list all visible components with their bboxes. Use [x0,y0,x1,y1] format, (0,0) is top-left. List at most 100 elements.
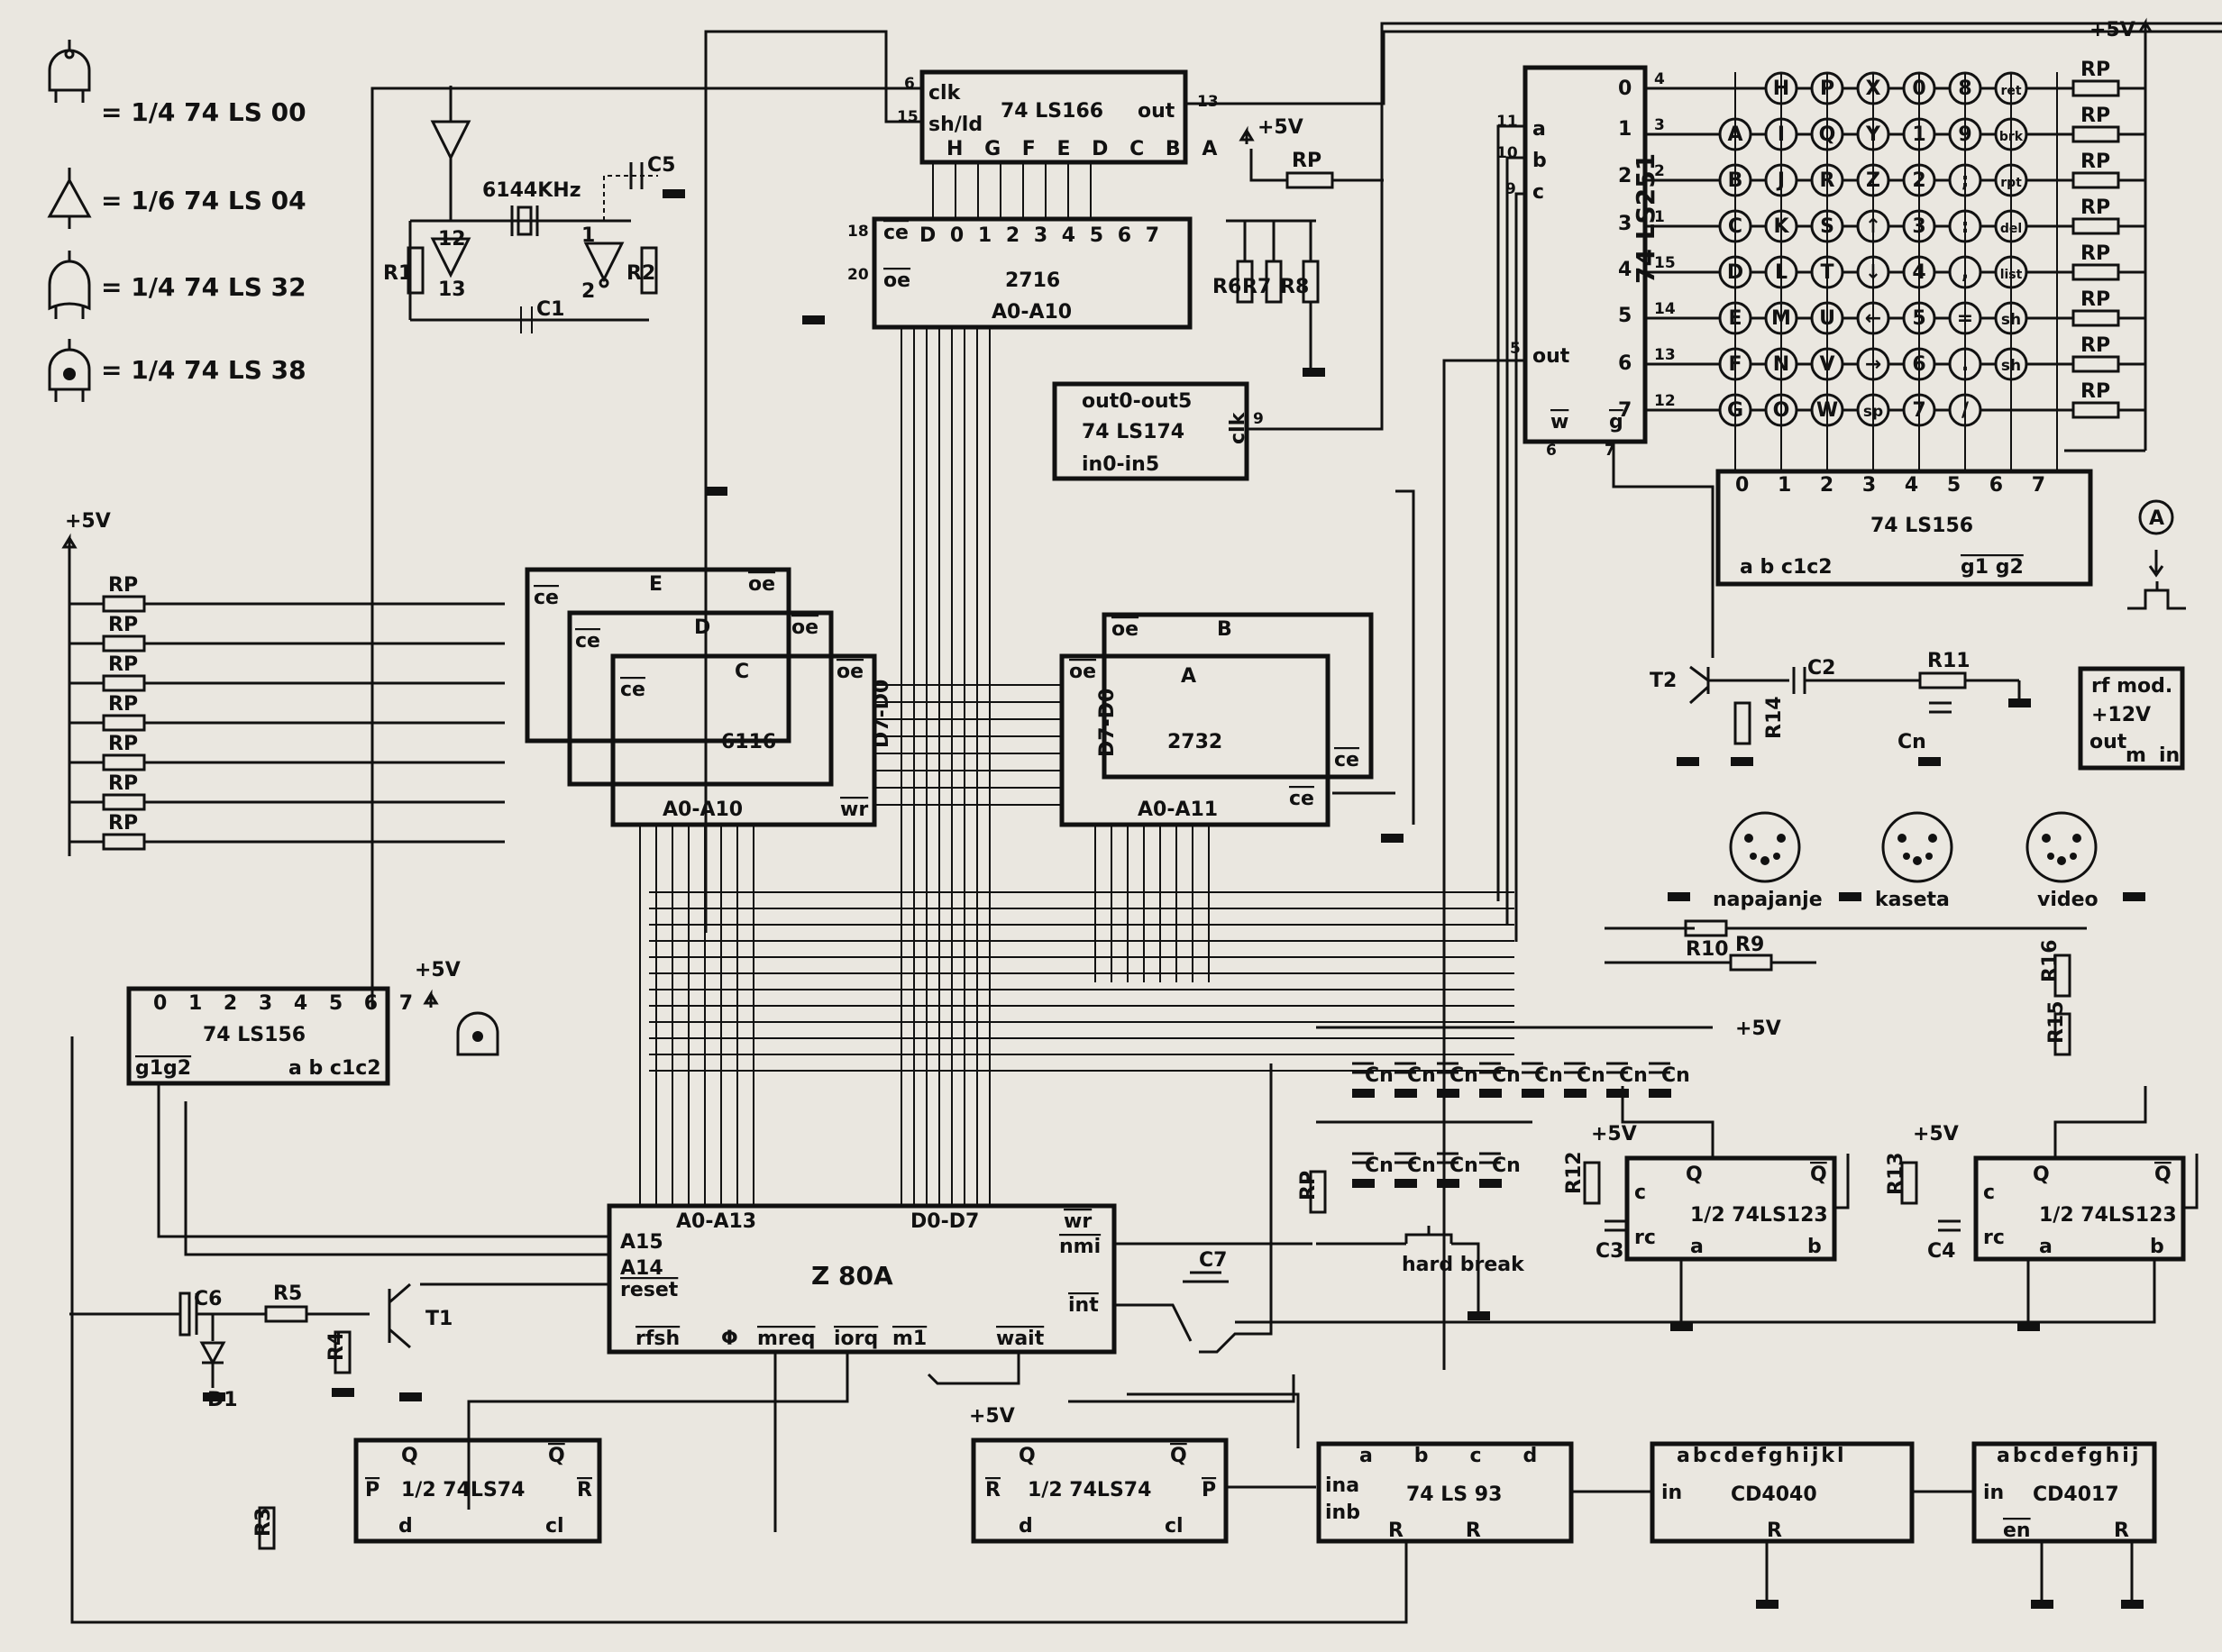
ls251-c: c [1532,181,1544,204]
ls123b-q: Q [2033,1164,2050,1186]
gate-legend: = 1/4 74 LS 00 = 1/6 74 LS 04 = 1/4 74 L… [47,40,306,402]
rp-left-resistor [102,674,146,692]
ls166-inputs: H G F E D C B A [946,138,1224,160]
rp-kbd-label: RP [2080,59,2110,81]
rom-a-data: D7-D0 [1096,689,1119,757]
ls123a-name: 1/2 74LS123 [1690,1204,1828,1227]
legend-inverter-text: = 1/6 74 LS 04 [101,186,306,215]
ls156dec-g: g1g2 [135,1057,191,1080]
ram-c-type: 6116 [721,731,776,753]
pin-1: 1 [581,224,595,247]
rfmod-v: +12V [2091,704,2151,726]
ram-c-data: D7-D0 [871,680,893,748]
cd4017-r: R [2114,1520,2129,1542]
ls74b-d: d [1019,1515,1033,1538]
r12-label: R12 [1563,1151,1586,1194]
legend-inverter-icon [47,168,92,229]
chip-74ls93: a b c d ina inb 74 LS 93 R R [1316,1441,1574,1544]
r2-label: R2 [626,262,655,285]
vcc-label-123b: +5V [1913,1123,1959,1145]
wire-counters [1127,1392,1975,1493]
ram-e-oe: oe [748,573,775,596]
rom-a-type: 2732 [1167,731,1222,753]
c2-label: C2 [1807,657,1835,680]
ls74a-qn: Q [548,1445,565,1467]
ls74a-cl: cl [545,1515,564,1538]
wire-ls251-g [1612,442,1715,658]
2716-data: D 0 1 2 3 4 5 6 7 [919,224,1163,247]
z80-name: Z 80A [811,1261,893,1291]
cd4017-in: in [1983,1482,2004,1504]
ground-ls123b [2017,1322,2040,1331]
cd4040-r: R [1767,1520,1782,1542]
ram-e-name: E [649,573,663,596]
video-output-stage: T2 C2 R11 R14 Cn [1650,650,2031,766]
chip-cd4017: abcdefghij in CD4017 en R [1971,1441,2157,1544]
crystal-label: 6144KHz [482,179,581,202]
cn-label: Cn [1492,1064,1521,1087]
r13-label: R13 [1885,1152,1907,1195]
wire-ls123-in [1621,1086,2199,1209]
rp-label-break: RP [1297,1171,1320,1200]
reset-button[interactable]: A [2127,499,2186,610]
z80-reset: reset [620,1279,679,1301]
ls93-outs: a b c d [1359,1445,1537,1467]
ls251-pin-a: 11 [1496,113,1518,131]
ground-ram [705,487,727,496]
ls166-pin-shld: 15 [897,108,919,126]
hard-break-label: hard break [1402,1254,1525,1276]
ls251-in6: 6 [1618,352,1632,375]
kbd-row-pin: 15 [1654,254,1676,272]
cn-label: Cn [1534,1064,1563,1087]
wire-z80-ctrl [467,1352,1295,1532]
connector-video: video [2025,811,2145,911]
rp-kbd-label: RP [2080,334,2110,357]
cn-ground [1352,1179,1375,1188]
wire-z80-a15-a14-reset [157,1083,609,1286]
ls251-g: g [1609,411,1623,434]
ground-cd4017a [2031,1600,2053,1609]
ls123b-rc: rc [1983,1227,2005,1249]
ls251-pin-c: 9 [1505,180,1516,198]
ram-c-wr: wr [840,799,868,821]
cn-ground [1437,1089,1459,1098]
sync-resistors: R10 R9 R16 R15 [1684,919,2071,1056]
connector-napajanje: napajanje [1668,811,1823,911]
r11-label: R11 [1927,650,1971,672]
rp-left-resistor [102,714,146,732]
ls123b-c: c [1983,1182,1995,1204]
ls174-name: 74 LS174 [1082,421,1184,443]
ls74a-name: 1/2 74LS74 [401,1479,525,1501]
ram-d-ce: ce [575,630,600,653]
cd4040-outs: abcdefghijkl [1677,1445,1847,1467]
chip-rom-b: B oe [1102,612,1374,780]
cn-label: Cn [1492,1155,1521,1177]
ls251-in0: 0 [1618,78,1632,100]
rfmod-in: in [2159,744,2180,767]
ls166-name: 74 LS166 [1001,100,1103,123]
pin-2: 2 [581,280,595,303]
2716-name: 2716 [1005,269,1060,292]
c5-label: C5 [647,154,675,177]
ls123a-q: Q [1686,1164,1703,1186]
chip-ram-d: D ce oe [567,610,834,787]
kbd-row-pin: 2 [1654,162,1665,180]
ls251-b: b [1532,150,1547,172]
wire-ls251-out [1442,359,1525,1370]
rp-kbd-resistor [2071,401,2120,419]
rp-kbd-label: RP [2080,242,2110,265]
r1-resistor [407,246,425,295]
rp-kbd-resistor [2071,125,2120,143]
reset-circuit: C6 R5 D1 R4 T1 R3 [69,1282,453,1550]
r6-label: R6 [1212,276,1241,298]
chip-2716: ce oe D 0 1 2 3 4 5 6 7 2716 A0-A10 18 2… [847,216,1193,330]
wire-sync [1605,926,2087,964]
ground-rom [1381,834,1404,843]
kbd-row-pin: 4 [1654,70,1665,88]
ls74a-r: R [577,1479,592,1501]
vcc-label-top: +5V [1257,116,1303,139]
cn-label: Cn [1407,1155,1436,1177]
hard-break-circuit: C7 RP hard break [1183,1170,1525,1320]
